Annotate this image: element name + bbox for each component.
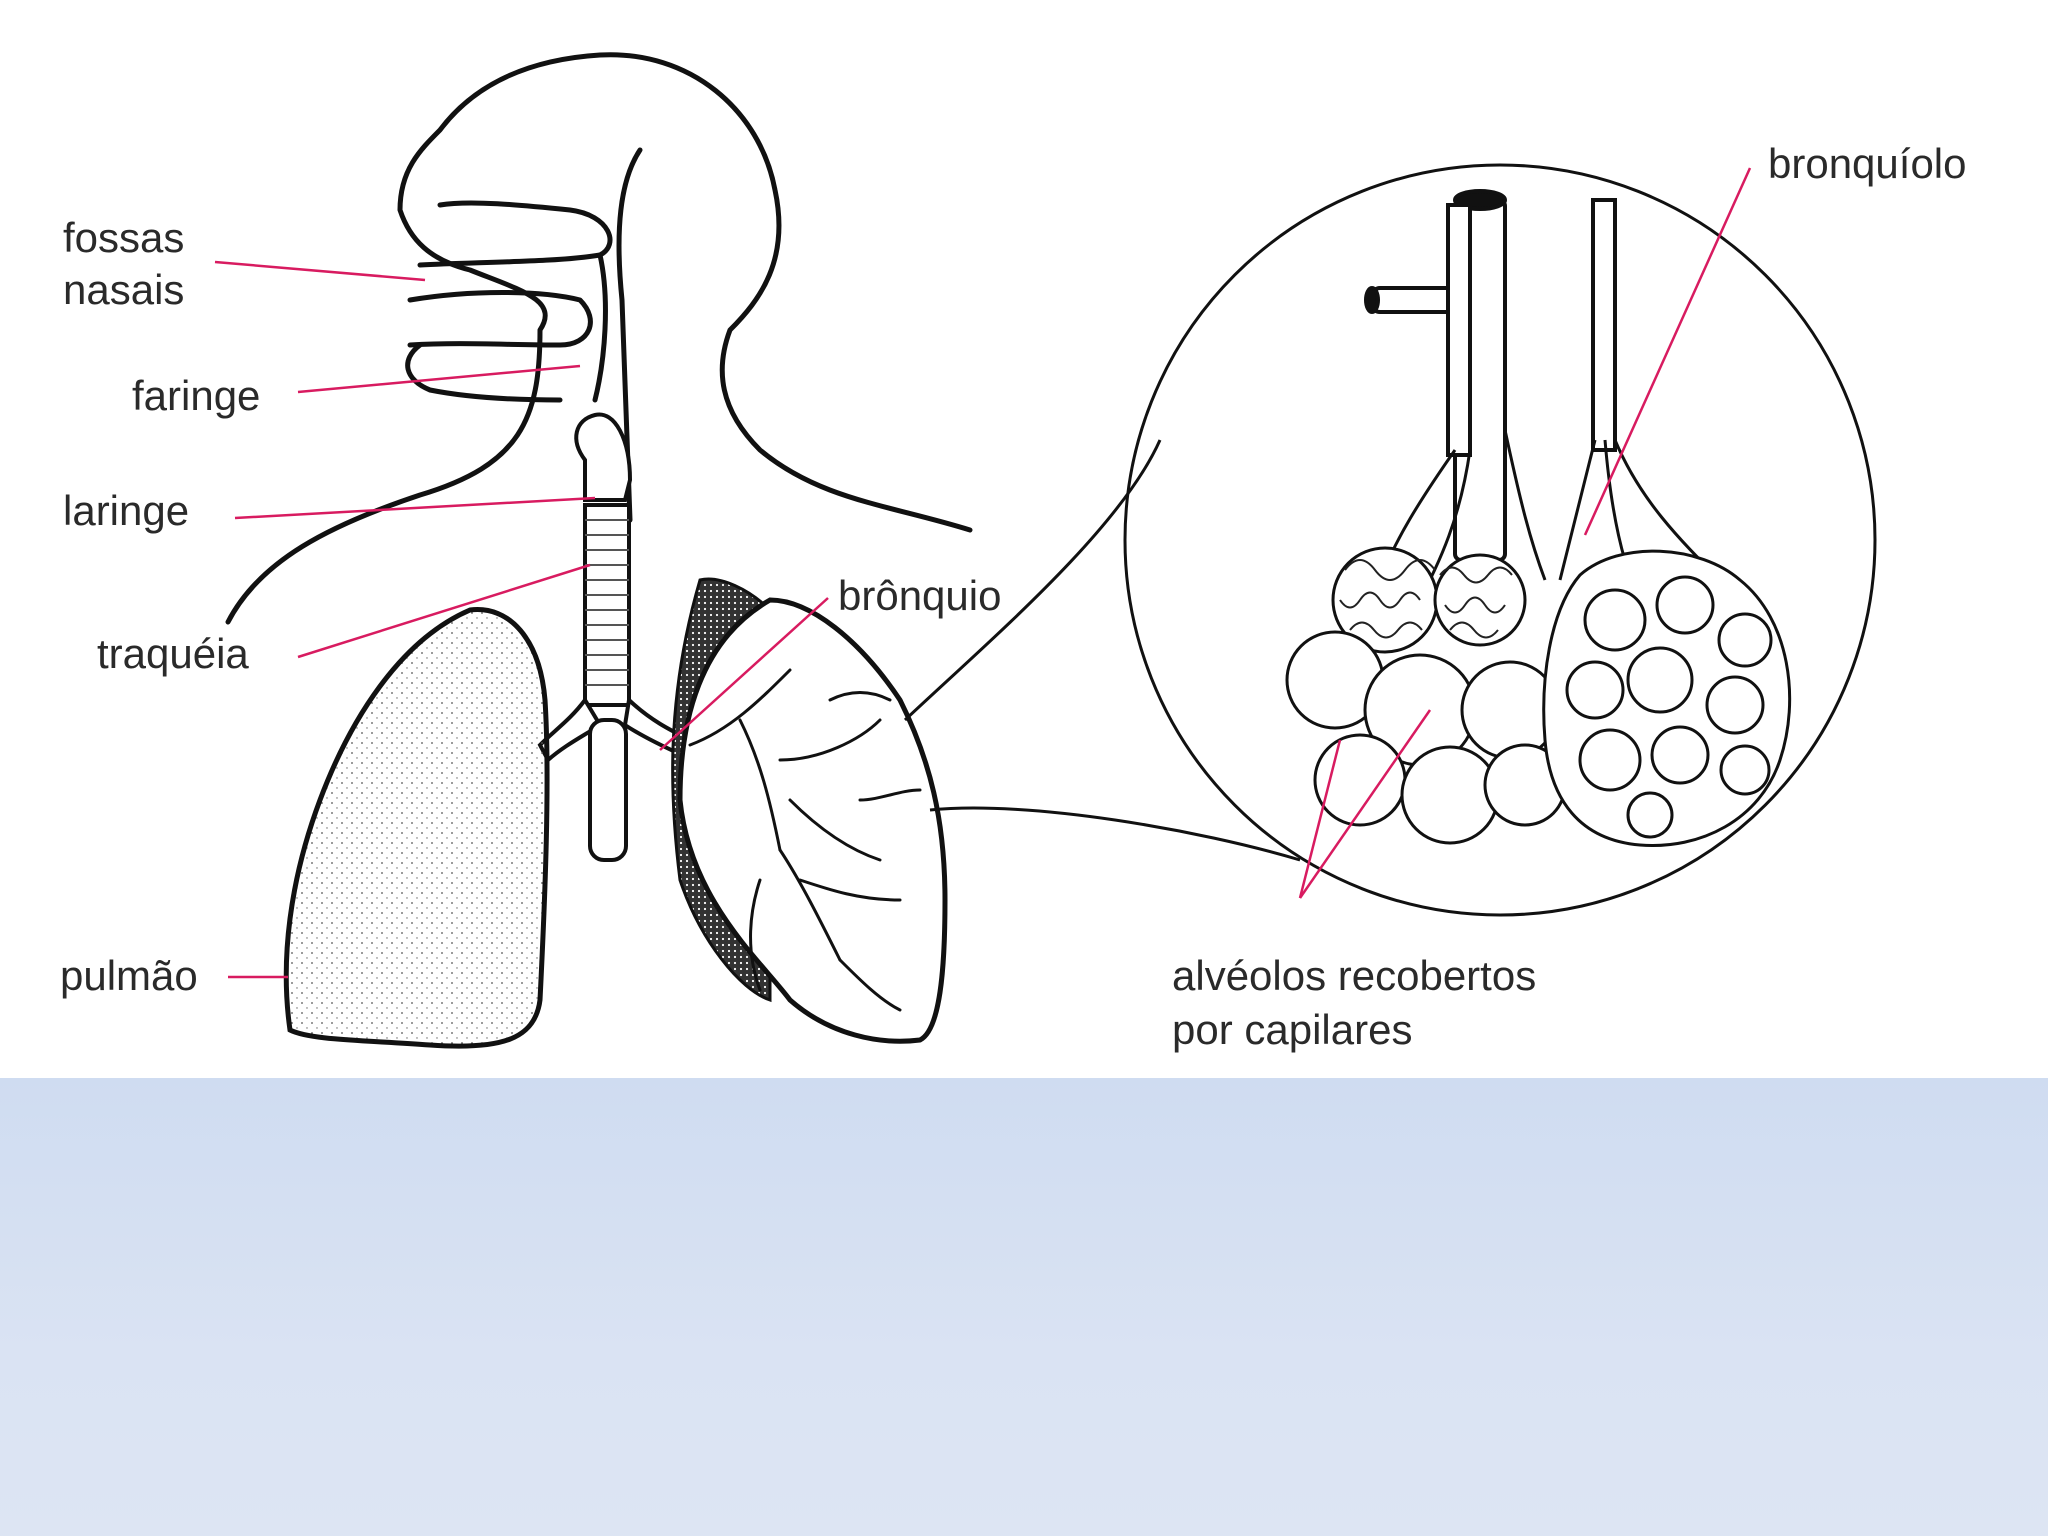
label-fossas-line2: nasais: [63, 266, 184, 313]
label-faringe: faringe: [132, 372, 260, 419]
label-fossas-line1: fossas: [63, 214, 184, 261]
label-bronquio: brônquio: [838, 572, 1001, 619]
trachea: [540, 414, 690, 860]
label-traqueia: traquéia: [97, 630, 249, 677]
label-laringe: laringe: [63, 487, 189, 534]
left-lung: [286, 610, 547, 1047]
label-alveolos-line2: por capilares: [1172, 1006, 1412, 1053]
label-bronquiolo: bronquíolo: [1768, 140, 1967, 187]
empty-caption-band: [0, 1078, 2048, 1536]
label-pulmao: pulmão: [60, 952, 198, 999]
alveoli-cluster-open: [1544, 551, 1790, 845]
label-alveolos-line1: alvéolos recobertos: [1172, 952, 1536, 999]
magnified-view: [905, 165, 1875, 915]
respiratory-diagram: fossas nasais faringe laringe traquéia p…: [0, 0, 2048, 1078]
